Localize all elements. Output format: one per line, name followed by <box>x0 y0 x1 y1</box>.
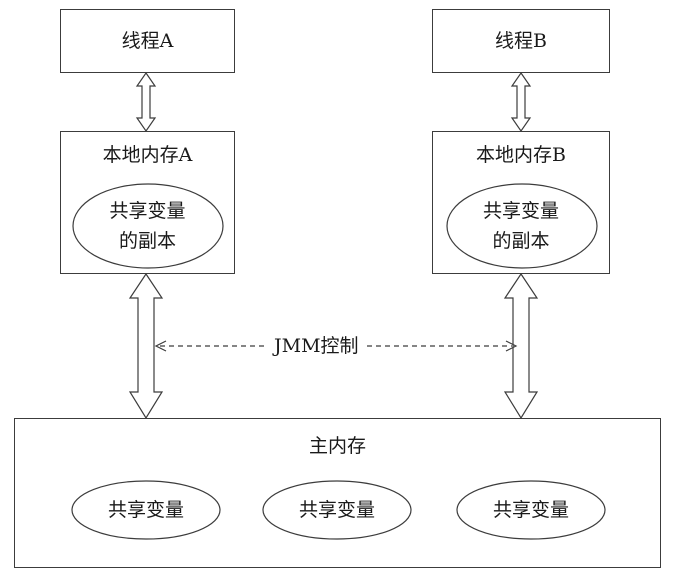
main-shared-variable-1: 共享变量 <box>107 499 184 521</box>
main-memory-box: 主内存 共享变量 共享变量 共享变量 <box>14 418 661 568</box>
jmm-control-label: JMM控制 <box>266 334 367 358</box>
jmm-left-arrowhead <box>154 340 167 352</box>
thread-a-box: 线程A <box>60 9 235 73</box>
local-memory-a-label: 本地内存A <box>102 144 193 166</box>
main-shared-variable-ellipse-1 <box>71 480 221 540</box>
local-memory-a-box: 本地内存A 共享变量 的副本 <box>60 131 235 274</box>
jmm-right-arrowhead <box>505 340 518 352</box>
local-memory-b-box: 本地内存B 共享变量 的副本 <box>432 131 610 274</box>
local-b-shared-copy-line1: 共享变量 <box>482 200 559 222</box>
local-memory-b-label: 本地内存B <box>476 144 566 166</box>
main-shared-variable-3: 共享变量 <box>492 499 569 521</box>
local-a-shared-copy-line1: 共享变量 <box>109 200 186 222</box>
local-a-shared-copy-ellipse <box>72 183 224 269</box>
local-b-shared-copy-ellipse <box>446 183 598 269</box>
main-shared-variable-2: 共享变量 <box>298 499 375 521</box>
main-shared-variable-ellipse-3 <box>456 480 606 540</box>
local-b-shared-copy-line2: 的副本 <box>492 230 550 252</box>
thread-a-label: 线程A <box>121 30 174 52</box>
thread-b-local-b-double-arrow <box>510 71 532 133</box>
main-memory-ellipses <box>71 480 606 540</box>
thread-a-local-a-double-arrow <box>135 71 157 133</box>
thread-b-label: 线程B <box>495 30 547 52</box>
thread-b-box: 线程B <box>432 9 610 73</box>
local-a-shared-copy-line2: 的副本 <box>118 230 176 252</box>
local-b-main-double-arrow <box>503 272 539 420</box>
main-memory-label: 主内存 <box>308 435 366 457</box>
main-shared-variable-ellipse-2 <box>262 480 412 540</box>
